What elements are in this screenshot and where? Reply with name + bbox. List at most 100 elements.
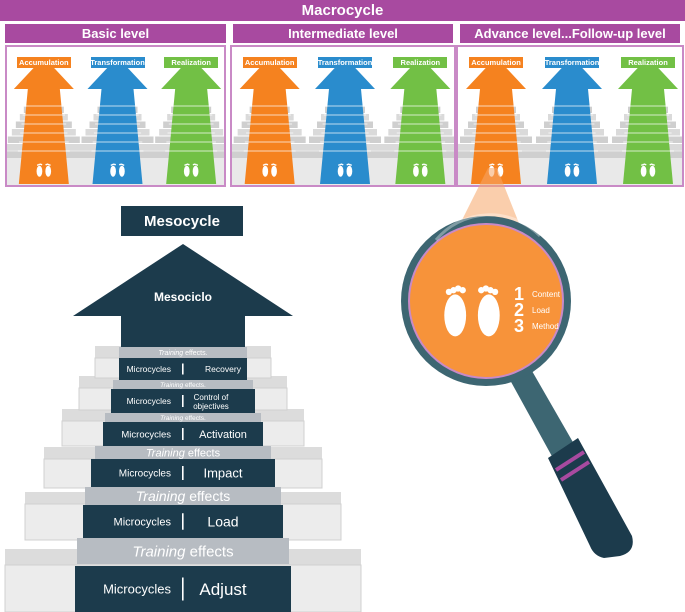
step-divider: [182, 395, 184, 407]
arrow-tag-transformation: Transformation: [544, 57, 600, 68]
footprints-icon: [413, 163, 428, 177]
arrow-stripe: [23, 105, 64, 107]
arrow-stripe: [171, 105, 212, 107]
arrow-stripe: [325, 105, 365, 107]
toe: [36, 164, 39, 166]
lens-inner-ring: [408, 223, 564, 379]
foot-sole: [262, 165, 269, 177]
footprints-icon: [640, 163, 656, 177]
stair-riser: [62, 409, 304, 421]
step-left-label: Microcycles: [103, 582, 171, 597]
macrocycle-banner: Macrocycle: [0, 0, 685, 21]
toe: [110, 164, 113, 166]
arrow-stripe: [400, 105, 441, 107]
toe: [487, 287, 494, 294]
magnifier-cone: [424, 168, 548, 296]
arrow-stripe: [399, 114, 442, 116]
effects-label: Training effects: [132, 543, 233, 560]
arrow-stripe: [165, 150, 218, 152]
toe: [501, 164, 503, 166]
effects-label: Training effects: [146, 447, 221, 459]
list-label: Load: [532, 306, 550, 315]
effects-band: [85, 487, 281, 505]
lens-rim: [401, 216, 571, 386]
stair-riser: [95, 346, 271, 358]
step-left-label: Microcycles: [127, 396, 171, 406]
arrow-stripe: [552, 105, 592, 107]
arrow-stripe: [626, 114, 670, 116]
step-left-label: Microcycles: [127, 364, 171, 374]
foot-sole: [649, 165, 656, 177]
arrow-stripe: [243, 150, 296, 152]
step-right-label: objectives: [193, 402, 229, 411]
arrow-stripe: [21, 123, 67, 125]
arrow-stripe: [548, 132, 596, 134]
arrow-tag-realization: Realization: [393, 57, 448, 68]
arrow-stripe: [549, 123, 595, 125]
arrow-stripe: [19, 141, 69, 143]
arrow-stripe: [396, 132, 444, 134]
level-banner-advance: Advance level...Follow-up level: [460, 24, 680, 43]
stair-riser: [44, 447, 322, 459]
training-effects: Training effects: [95, 446, 271, 459]
toe: [577, 164, 579, 166]
stair-tread: [43, 458, 323, 489]
step-right-label: Recovery: [205, 364, 242, 374]
toe: [196, 164, 199, 166]
arrow-stripe: [97, 105, 138, 107]
arrow-stripe: [470, 150, 522, 152]
stair-riser: [79, 376, 287, 388]
step-divider: [182, 428, 184, 440]
handle-shaft: [510, 364, 620, 540]
arrow-stripe: [93, 132, 142, 134]
effects-label: Training effects.: [158, 350, 207, 357]
handle-band: [554, 450, 586, 472]
arrow-stripe: [323, 114, 367, 116]
foot-sole: [477, 294, 500, 337]
footprints-icon: [110, 163, 125, 177]
arrow-stripe: [622, 150, 674, 152]
arrow-stripe: [92, 141, 143, 143]
panel-graphic: [7, 57, 224, 185]
arrow-stripe: [244, 141, 295, 143]
toe: [262, 164, 265, 166]
toe: [350, 164, 352, 166]
stair-riser: [25, 492, 341, 504]
arrow-stripe: [246, 132, 294, 134]
step-left-label: Microcycles: [114, 516, 172, 528]
arrow-tag-accumulation: Accumulation: [469, 57, 523, 68]
panel-graphic: [232, 57, 454, 185]
arrow-tag-accumulation: Accumulation: [242, 57, 297, 68]
handle-band: [559, 460, 591, 482]
arrow-accumulation: [13, 57, 74, 184]
arrow-stripe: [471, 141, 521, 143]
arrow-stripe: [91, 150, 144, 152]
stair-tread: [94, 357, 272, 379]
step-right-label: Control of: [194, 393, 229, 402]
training-effects: Training effects.: [105, 413, 261, 422]
arrow-accumulation: [466, 57, 526, 184]
toe: [454, 285, 462, 292]
handle-grip: [548, 438, 633, 558]
arrow-stripe: [168, 123, 214, 125]
effects-label: Training effects.: [160, 415, 206, 422]
foot-sole: [413, 165, 419, 177]
step-right-label: Load: [207, 513, 238, 529]
arrow-stripe: [473, 123, 519, 125]
toe: [641, 164, 643, 166]
foot-sole: [564, 165, 571, 177]
stair-tread: [78, 387, 288, 411]
arrow-stripe: [546, 150, 598, 152]
footprints-icon: [183, 163, 199, 177]
step-block: [111, 389, 255, 413]
step-left-label: Microcycles: [121, 429, 171, 440]
arrow-stripe: [247, 123, 293, 125]
arrow-stripe: [17, 150, 70, 152]
list-number: 3: [514, 316, 524, 336]
foot-sole: [45, 165, 52, 177]
